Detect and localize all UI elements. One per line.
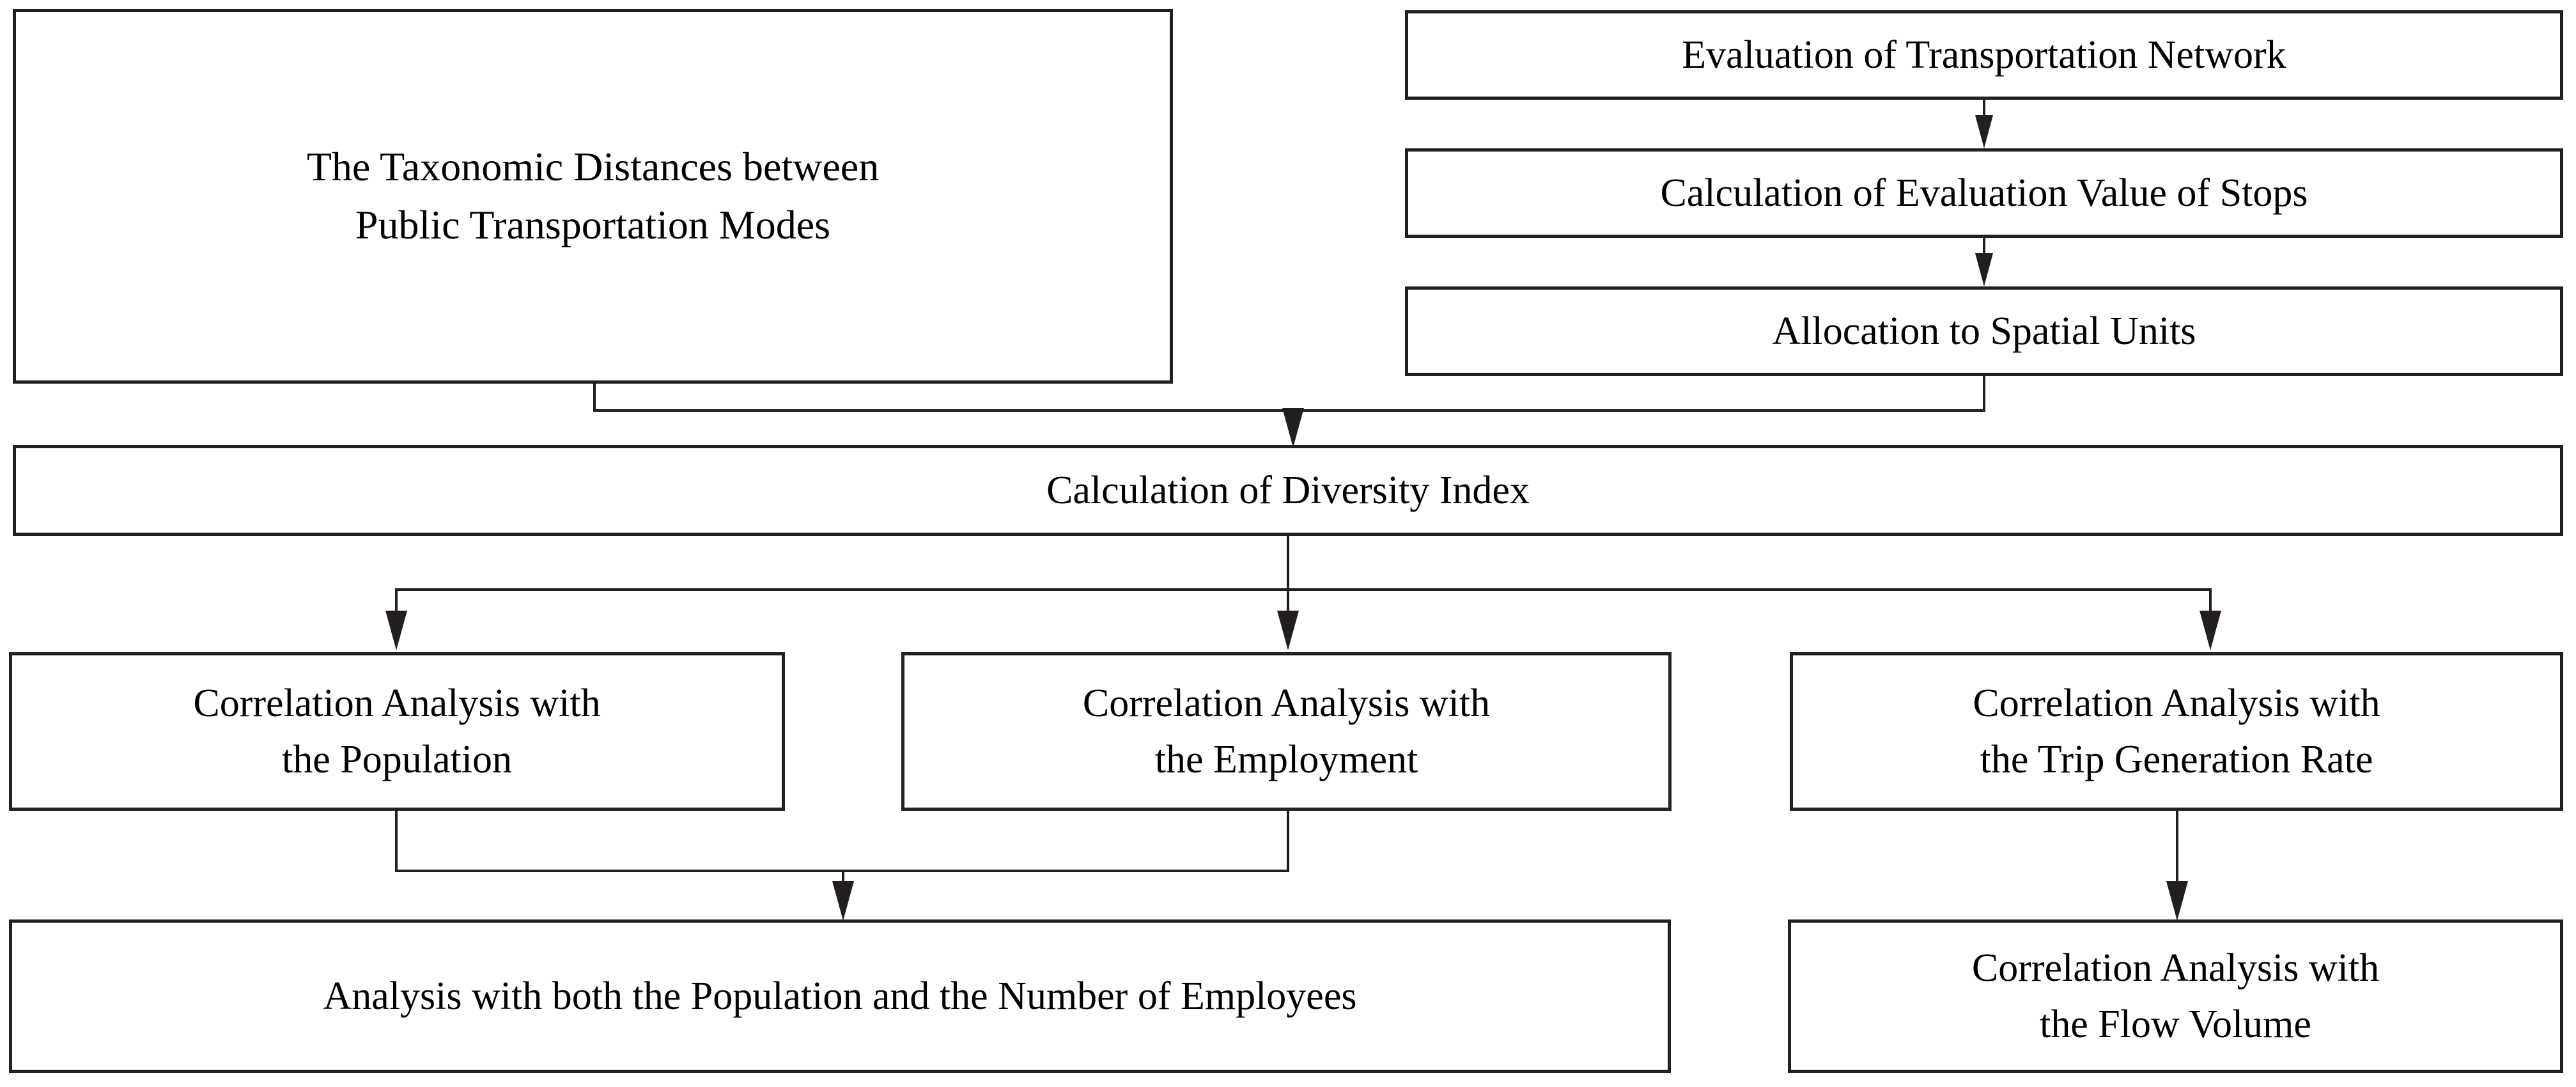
edge-diversity-to-trip-rate-arrow [2200,611,2221,650]
edge-eval-network-to-stops-arrow [1975,115,1993,148]
node-allocation-spatial-units[interactable]: Allocation to Spatial Units [1405,286,2563,376]
node-analysis-population-employees-label: Analysis with both the Population and th… [323,974,1357,1018]
edge-allocation-merge-stub [1983,376,1985,412]
edge-merge-to-analysis-line [842,870,844,885]
node-allocation-spatial-units-label: Allocation to Spatial Units [1772,309,2196,353]
edge-eval-network-to-stops-line [1983,100,1985,119]
node-calculation-evaluation-value-stops[interactable]: Calculation of Evaluation Value of Stops [1405,148,2563,238]
node-calculation-diversity-index-label: Calculation of Diversity Index [1046,468,1530,512]
node-correlation-employment-label: Correlation Analysis with the Employment [1082,681,1491,781]
node-correlation-population[interactable]: Correlation Analysis with the Population [9,652,785,811]
node-taxonomic-distances[interactable]: The Taxonomic Distances between Public T… [13,9,1173,384]
node-calculation-evaluation-value-stops-label: Calculation of Evaluation Value of Stops [1660,171,2308,215]
node-correlation-trip-generation-rate[interactable]: Correlation Analysis with the Trip Gener… [1790,652,2563,811]
edge-population-merge-stub [395,811,398,872]
edge-merge-to-diversity-arrow [1282,408,1304,448]
edge-diversity-split-stem [1287,536,1289,591]
node-analysis-population-employees[interactable]: Analysis with both the Population and th… [9,919,1671,1073]
edge-merge-to-analysis-arrow [832,881,854,921]
edge-employment-merge-stub [1287,811,1289,872]
node-evaluation-transportation-network[interactable]: Evaluation of Transportation Network [1405,10,2563,100]
node-calculation-diversity-index[interactable]: Calculation of Diversity Index [13,445,2563,536]
node-taxonomic-distances-label: The Taxonomic Distances between Public T… [306,144,880,247]
edge-diversity-to-population-line [395,588,398,614]
edge-trip-rate-to-flow-volume-line [2176,811,2178,886]
node-correlation-trip-generation-rate-label: Correlation Analysis with the Trip Gener… [1973,681,2380,781]
node-correlation-flow-volume[interactable]: Correlation Analysis with the Flow Volum… [1788,919,2563,1073]
edge-diversity-to-population-arrow [385,611,407,650]
node-correlation-population-label: Correlation Analysis with the Population [193,681,601,781]
edge-stops-to-allocation-arrow [1975,253,1993,286]
node-evaluation-transportation-network-label: Evaluation of Transportation Network [1682,33,2286,77]
edge-trip-rate-to-flow-volume-arrow [2166,881,2188,921]
edge-stops-to-allocation-line [1983,238,1985,257]
node-correlation-flow-volume-label: Correlation Analysis with the Flow Volum… [1971,946,2380,1046]
edge-diversity-to-trip-rate-line [2209,588,2212,614]
edge-diversity-split-bar [395,588,2210,591]
edge-taxonomic-merge-stub [593,384,596,412]
edge-diversity-to-employment-line [1287,588,1289,614]
edge-diversity-to-employment-arrow [1277,611,1299,650]
node-correlation-employment[interactable]: Correlation Analysis with the Employment [901,652,1672,811]
